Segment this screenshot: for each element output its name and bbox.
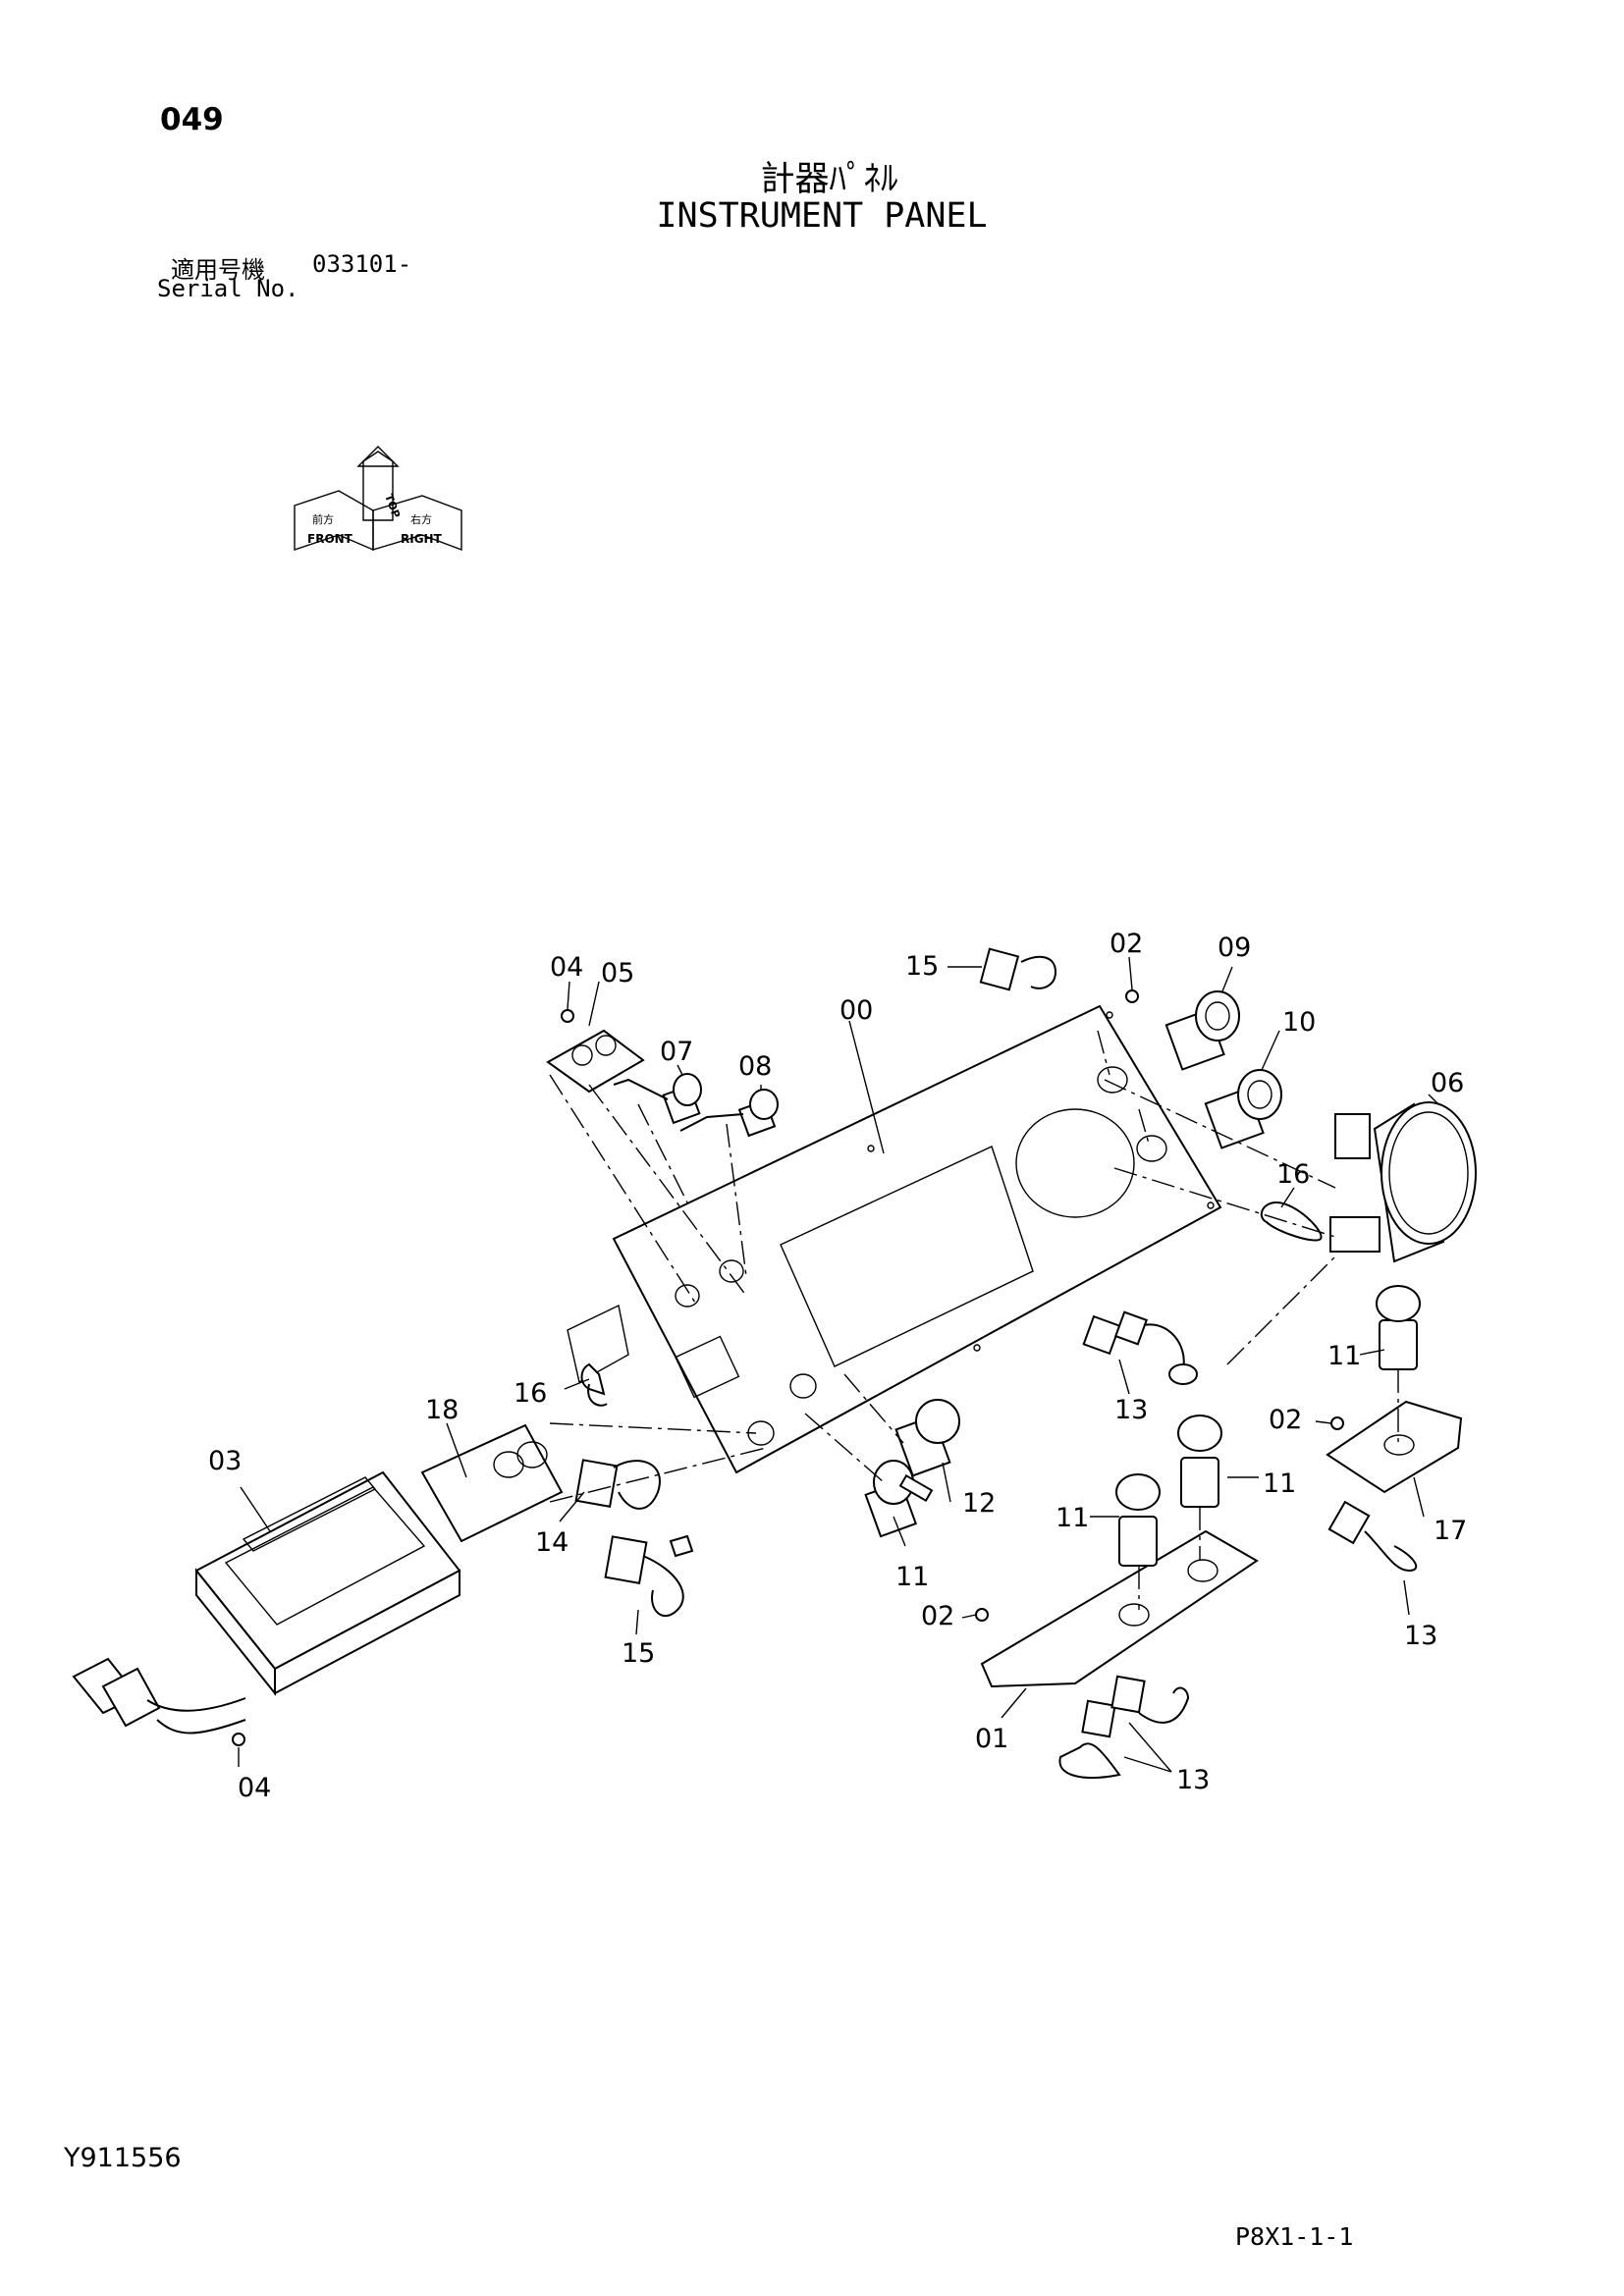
page-reference: P8X1-1-1: [1235, 2222, 1354, 2251]
callout-13-top: 13: [1114, 1395, 1148, 1425]
page-number: 049: [160, 102, 224, 137]
callout-07: 07: [660, 1037, 693, 1067]
callout-01: 01: [975, 1724, 1008, 1754]
toggle-switch-right: [1376, 1285, 1421, 1370]
orientation-front-label-jp: 前方: [312, 512, 334, 526]
callout-06: 06: [1431, 1068, 1464, 1098]
controller-unit: [72, 1470, 461, 1735]
meter-gauge: [1329, 1101, 1477, 1263]
callout-11-center-right: 11: [1263, 1468, 1296, 1499]
callout-04-bottom: 04: [238, 1773, 271, 1803]
callout-09: 09: [1218, 933, 1251, 963]
callout-16-right: 16: [1276, 1159, 1310, 1190]
callout-11-left: 11: [895, 1562, 929, 1592]
callout-00: 00: [839, 995, 873, 1026]
leader-lines: [238, 956, 1439, 1773]
callout-10: 10: [1282, 1007, 1316, 1038]
harness-connectors: [574, 947, 1418, 1779]
orientation-indicator: TOP FRONT RIGHT 前方 右方: [294, 446, 462, 552]
drawing-number: Y911556: [64, 2143, 182, 2173]
assembly-centerlines: [549, 1030, 1399, 1610]
orientation-front-label: FRONT: [307, 532, 353, 546]
callout-15-top: 15: [905, 951, 939, 982]
orientation-right-label-jp: 右方: [410, 512, 432, 526]
callout-12: 12: [962, 1488, 996, 1519]
callout-16-left: 16: [514, 1378, 547, 1409]
orientation-top-label: TOP: [382, 493, 403, 520]
rotary-switches: [1164, 990, 1282, 1149]
toggle-switch-lower-left: [864, 1460, 934, 1538]
toggle-switch-center: [1115, 1473, 1161, 1567]
callout-08: 08: [738, 1051, 772, 1082]
callout-labels: 00 01 02 02 02 03 04 04 05 06 07 08 09 1…: [208, 929, 1467, 1803]
label-plate: [546, 1029, 645, 1094]
serial-label-japanese: 適用号機: [171, 256, 265, 284]
bolts: [232, 989, 1344, 1746]
serial-label-english: Serial No.: [157, 275, 299, 302]
callout-02-right: 02: [1269, 1405, 1302, 1435]
callout-15-bottom: 15: [622, 1638, 655, 1669]
orientation-right-label: RIGHT: [401, 532, 443, 546]
callout-03: 03: [208, 1446, 242, 1476]
callout-13-right: 13: [1404, 1621, 1437, 1651]
callout-14: 14: [535, 1527, 568, 1558]
switch-bracket-plate-small: [1326, 1400, 1463, 1494]
instrument-panel-plate: [567, 1004, 1222, 1474]
title-japanese: 計器ﾊﾟﾈﾙ: [760, 160, 898, 199]
callout-02-bottom: 02: [921, 1601, 954, 1631]
callout-05: 05: [601, 958, 634, 988]
toggle-switch-center-right: [1177, 1415, 1222, 1508]
switch-bracket-plate: [980, 1529, 1259, 1688]
serial-number-value: 033101-: [312, 250, 412, 278]
callout-11-center: 11: [1056, 1503, 1089, 1533]
callout-11-right: 11: [1327, 1341, 1361, 1371]
callout-04-top: 04: [550, 952, 583, 983]
callout-18: 18: [425, 1395, 459, 1425]
callout-02-top: 02: [1110, 929, 1143, 959]
rocker-switch: [894, 1399, 960, 1477]
indicator-lamps: [613, 1073, 779, 1138]
callout-13-bottom: 13: [1176, 1765, 1210, 1795]
callout-17: 17: [1434, 1516, 1467, 1546]
switch-panel: [420, 1423, 564, 1543]
title-english: INSTRUMENT PANEL: [656, 196, 988, 236]
